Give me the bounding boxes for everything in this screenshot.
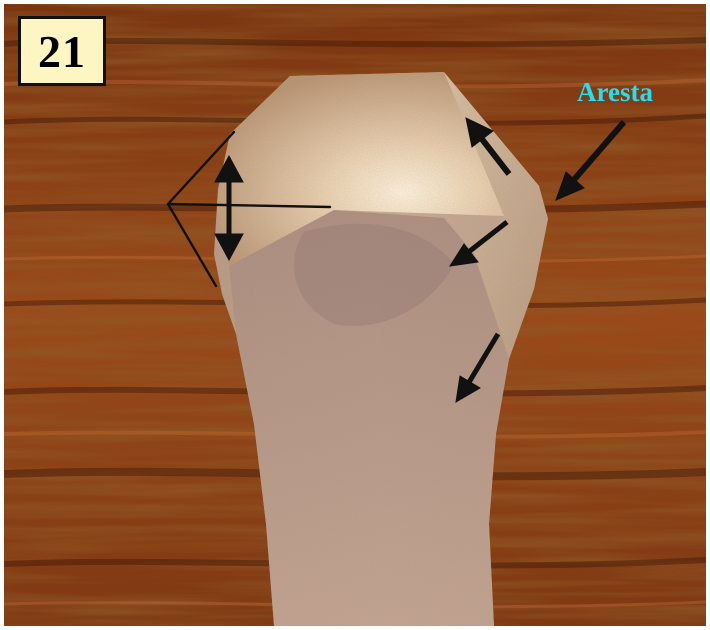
step-number: 21 xyxy=(38,25,86,78)
step-number-badge: 21 xyxy=(18,16,106,86)
edge-label: Aresta xyxy=(577,79,653,106)
